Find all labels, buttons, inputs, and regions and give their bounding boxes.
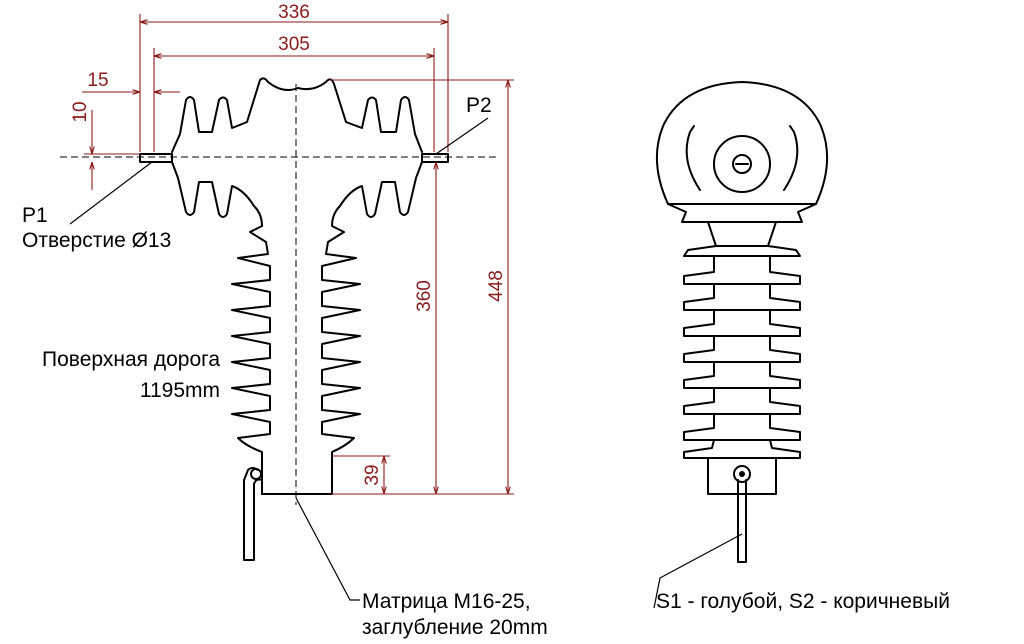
side-terminal-icon <box>733 465 751 483</box>
label-creepage-line1: Поверхная дорога <box>42 348 220 371</box>
label-creepage-line2: 1195mm <box>140 379 220 402</box>
label-wires: S1 - голубой, S2 - коричневый <box>656 590 950 613</box>
dim-height-448: 448 <box>486 270 507 302</box>
matrix-leader <box>295 497 360 601</box>
wire-terminal-icon <box>250 468 262 480</box>
wire-lead <box>243 467 263 561</box>
p2-leader <box>435 117 489 155</box>
side-view-insulator <box>653 81 829 609</box>
label-hole: Отверстие Ø13 <box>22 229 171 252</box>
flange-right <box>421 153 449 163</box>
label-p2: P2 <box>466 94 492 117</box>
label-p1: P1 <box>22 204 48 227</box>
wires-leader <box>653 533 743 609</box>
dim-width-outer: 336 <box>278 2 310 23</box>
dim-height-360: 360 <box>414 280 435 312</box>
lower-right-shed-outline <box>321 161 423 495</box>
inner-arc-left <box>685 125 701 191</box>
lower-left-shed-outline <box>171 161 271 495</box>
label-matrix-line2: заглубление 20mm <box>362 616 548 639</box>
collar <box>667 203 817 223</box>
dim-width-inner: 305 <box>278 34 310 55</box>
inner-arc-right <box>783 125 799 191</box>
dimension-lines <box>82 14 514 495</box>
side-base <box>707 457 777 495</box>
head-outline <box>655 81 829 205</box>
front-view-insulator <box>60 77 500 561</box>
hub-circle <box>713 135 771 193</box>
dim-flange-height: 10 <box>70 101 91 122</box>
side-wire <box>737 479 747 563</box>
p1-leader <box>69 161 153 225</box>
neck <box>707 221 777 247</box>
label-matrix-line1: Матрица M16-25, <box>362 590 531 613</box>
hub-hole-icon <box>732 154 752 174</box>
side-sheds <box>683 245 801 459</box>
upper-shed-outline <box>171 77 423 153</box>
dim-height-39: 39 <box>362 464 383 485</box>
flange-left <box>139 153 173 163</box>
dim-offset-left: 15 <box>87 70 108 91</box>
